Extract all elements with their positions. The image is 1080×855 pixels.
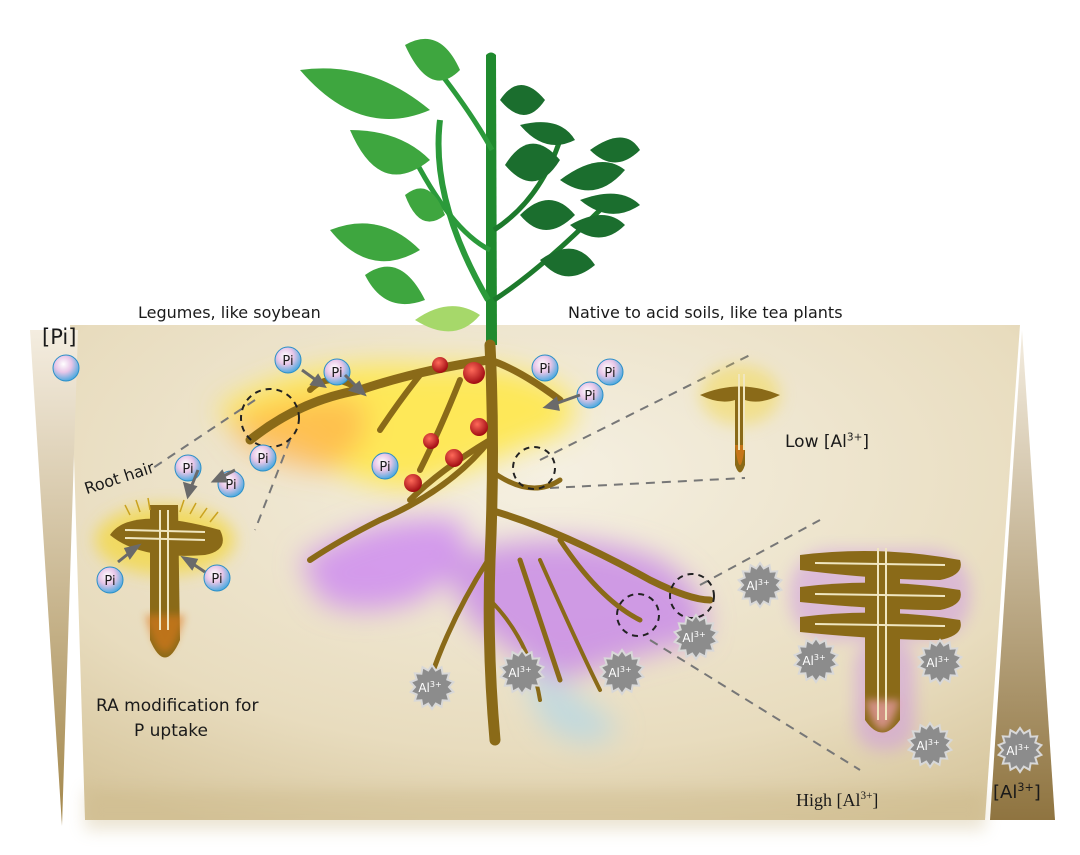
pi-ion-icon: Pi [531, 354, 559, 382]
ra-label-line1: RA modification for [96, 696, 259, 716]
pi-ion-label: Pi [225, 478, 236, 493]
legumes-label: Legumes, like soybean [138, 303, 321, 322]
pi-ion-label: Pi [257, 452, 268, 467]
pi-ion-label: Pi [539, 362, 550, 377]
pi-ion-icon [52, 354, 80, 382]
pi-ion-icon: Pi [249, 444, 277, 472]
al-ion-group: Al3+Al3+Al3+Al3+Al3+Al3+Al3+Al3+Al3+ [408, 561, 1044, 774]
pi-ion-label: Pi [104, 574, 115, 589]
al-ion-icon: Al3+ [672, 613, 720, 661]
pi-ion-label: Pi [379, 460, 390, 475]
low-al-label: Low [Al3+] [785, 432, 869, 452]
pi-ion-icon: Pi [323, 358, 351, 386]
al-legend-text: [Al [993, 782, 1018, 803]
al-ion-icon: Al3+ [916, 638, 964, 686]
uptake-arrows [117, 368, 581, 574]
pi-ion-label: Pi [282, 354, 293, 369]
pi-ion-icon: Pi [174, 454, 202, 482]
pi-legend-label: [Pi] [42, 325, 77, 349]
soil-shadow-bottom [85, 790, 985, 830]
pi-ion-icon: Pi [203, 564, 231, 592]
pi-ion-icon: Pi [274, 346, 302, 374]
high-al-end: ] [872, 790, 879, 810]
high-al-label: High [Al3+] [796, 790, 878, 811]
al-ion-icon: Al3+ [598, 648, 646, 696]
pi-ion-icon: Pi [371, 452, 399, 480]
pi-ion-icon: Pi [596, 358, 624, 386]
al-legend-end: ] [1033, 782, 1041, 803]
pi-ion-label: Pi [331, 366, 342, 381]
al-legend-sup: 3+ [1017, 781, 1034, 794]
al-legend-label: [Al3+] [993, 782, 1041, 803]
pi-ion-label: Pi [182, 462, 193, 477]
al-ion-icon: Al3+ [408, 663, 456, 711]
root-nodules [404, 357, 488, 492]
al-ion-icon: Al3+ [498, 648, 546, 696]
zoom-circle-icon [616, 593, 660, 637]
nodule-icon [463, 362, 485, 384]
low-al-sup: 3+ [846, 431, 863, 444]
pi-ion-icon: Pi [576, 381, 604, 409]
pi-ion-label: Pi [584, 389, 595, 404]
nodule-icon [470, 418, 488, 436]
nodule-icon [445, 449, 463, 467]
al-gradient-wedge [990, 330, 1055, 820]
pi-gradient-wedge [30, 330, 78, 826]
ra-label-line2: P uptake [134, 721, 209, 741]
nodule-icon [432, 357, 448, 373]
nodule-icon [404, 474, 422, 492]
al-ion-icon: Al3+ [792, 636, 840, 684]
pi-ion-icon: Pi [96, 566, 124, 594]
high-al-sup: 3+ [860, 790, 873, 802]
plant-shoot [300, 38, 640, 345]
high-al-root-inset [790, 548, 970, 750]
zoom-circle-icon [669, 573, 715, 619]
pi-ion-label: Pi [211, 572, 222, 587]
native-label: Native to acid soils, like tea plants [568, 303, 843, 322]
al-ion-icon: Al3+ [996, 726, 1044, 774]
low-al-root-inset [700, 365, 780, 473]
al-ion-icon: Al3+ [736, 561, 784, 609]
high-al-text: High [Al [796, 790, 861, 810]
al-ion-icon: Al3+ [906, 721, 954, 769]
low-al-end: ] [862, 432, 870, 452]
pi-ion-label: Pi [604, 366, 615, 381]
zoom-circle-icon [512, 446, 556, 490]
nodule-icon [423, 433, 439, 449]
low-al-text: Low [Al [785, 432, 847, 452]
